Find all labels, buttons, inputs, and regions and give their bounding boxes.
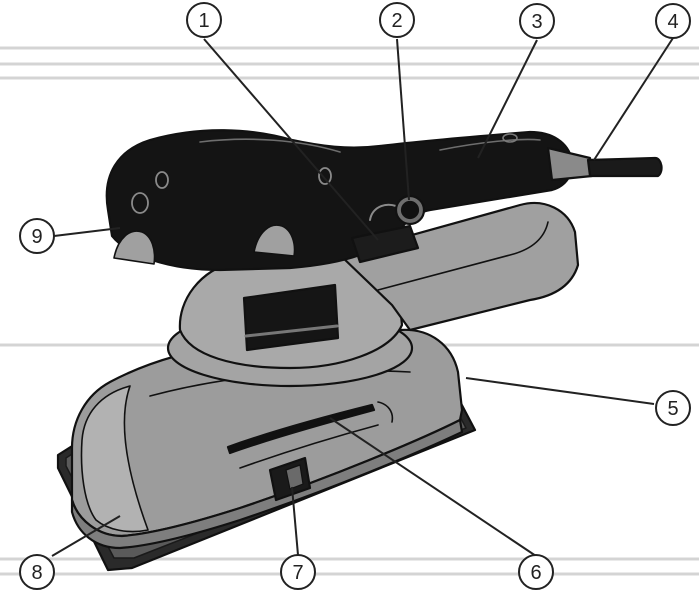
- callouts: 1 2 3 4 5 6 7 8: [19, 2, 691, 590]
- callout-5: 5: [655, 390, 691, 426]
- callout-number-7: 7: [292, 562, 303, 584]
- power-cord: [586, 156, 663, 178]
- callout-7: 7: [280, 554, 316, 590]
- callout-number-6: 6: [530, 562, 541, 584]
- handle-dimple: [155, 171, 169, 189]
- callout-number-1: 1: [198, 10, 209, 32]
- sander-illustration: [56, 129, 663, 572]
- callout-leaders: [51, 37, 674, 557]
- rear-handle-inner: [377, 221, 549, 291]
- callout-number-4: 4: [667, 11, 678, 33]
- dust-slot-end: [377, 401, 394, 423]
- callout-1: 1: [186, 2, 222, 38]
- dust-slot-lower: [239, 424, 379, 469]
- leader-line-2: [396, 38, 410, 201]
- leader-line-9: [53, 227, 121, 237]
- clamp-lever-face: [285, 464, 304, 490]
- callout-number-9: 9: [31, 226, 42, 248]
- base-front-panel: [80, 385, 149, 533]
- handle-highlight: [199, 138, 341, 153]
- leader-line-4: [593, 37, 674, 161]
- callout-8: 8: [19, 554, 55, 590]
- rear-handle-arm: [338, 201, 580, 332]
- lock-button: [400, 200, 420, 220]
- base-housing-skirt: [70, 418, 464, 550]
- callout-number-8: 8: [31, 562, 42, 584]
- handle-logo-dot: [502, 133, 518, 143]
- leader-line-1: [203, 38, 379, 241]
- callout-9: 9: [19, 218, 55, 254]
- dust-slot: [226, 403, 376, 455]
- leader-line-5: [465, 377, 655, 405]
- handle-dimple: [318, 167, 332, 185]
- leader-line-8: [51, 515, 121, 557]
- leader-line-3: [477, 39, 538, 159]
- callout-number-3: 3: [531, 11, 542, 33]
- front-grip-hole: [113, 230, 156, 265]
- trigger-switch: [350, 224, 420, 264]
- callout-4: 4: [655, 3, 691, 39]
- leader-line-6: [329, 417, 537, 557]
- callout-number-2: 2: [391, 10, 402, 32]
- callout-3: 3: [519, 3, 555, 39]
- front-grip-hole: [253, 224, 296, 257]
- handle-body: [105, 129, 574, 272]
- vent-window-sill: [244, 324, 339, 338]
- callout-number-5: 5: [667, 398, 678, 420]
- cord-strain-relief: [546, 146, 594, 182]
- callout-6: 6: [518, 554, 554, 590]
- leader-line-7: [291, 486, 299, 556]
- handle-highlight: [439, 138, 541, 151]
- callout-2: 2: [379, 2, 415, 38]
- trigger-guard: [369, 203, 397, 221]
- handle-dimple: [131, 192, 149, 214]
